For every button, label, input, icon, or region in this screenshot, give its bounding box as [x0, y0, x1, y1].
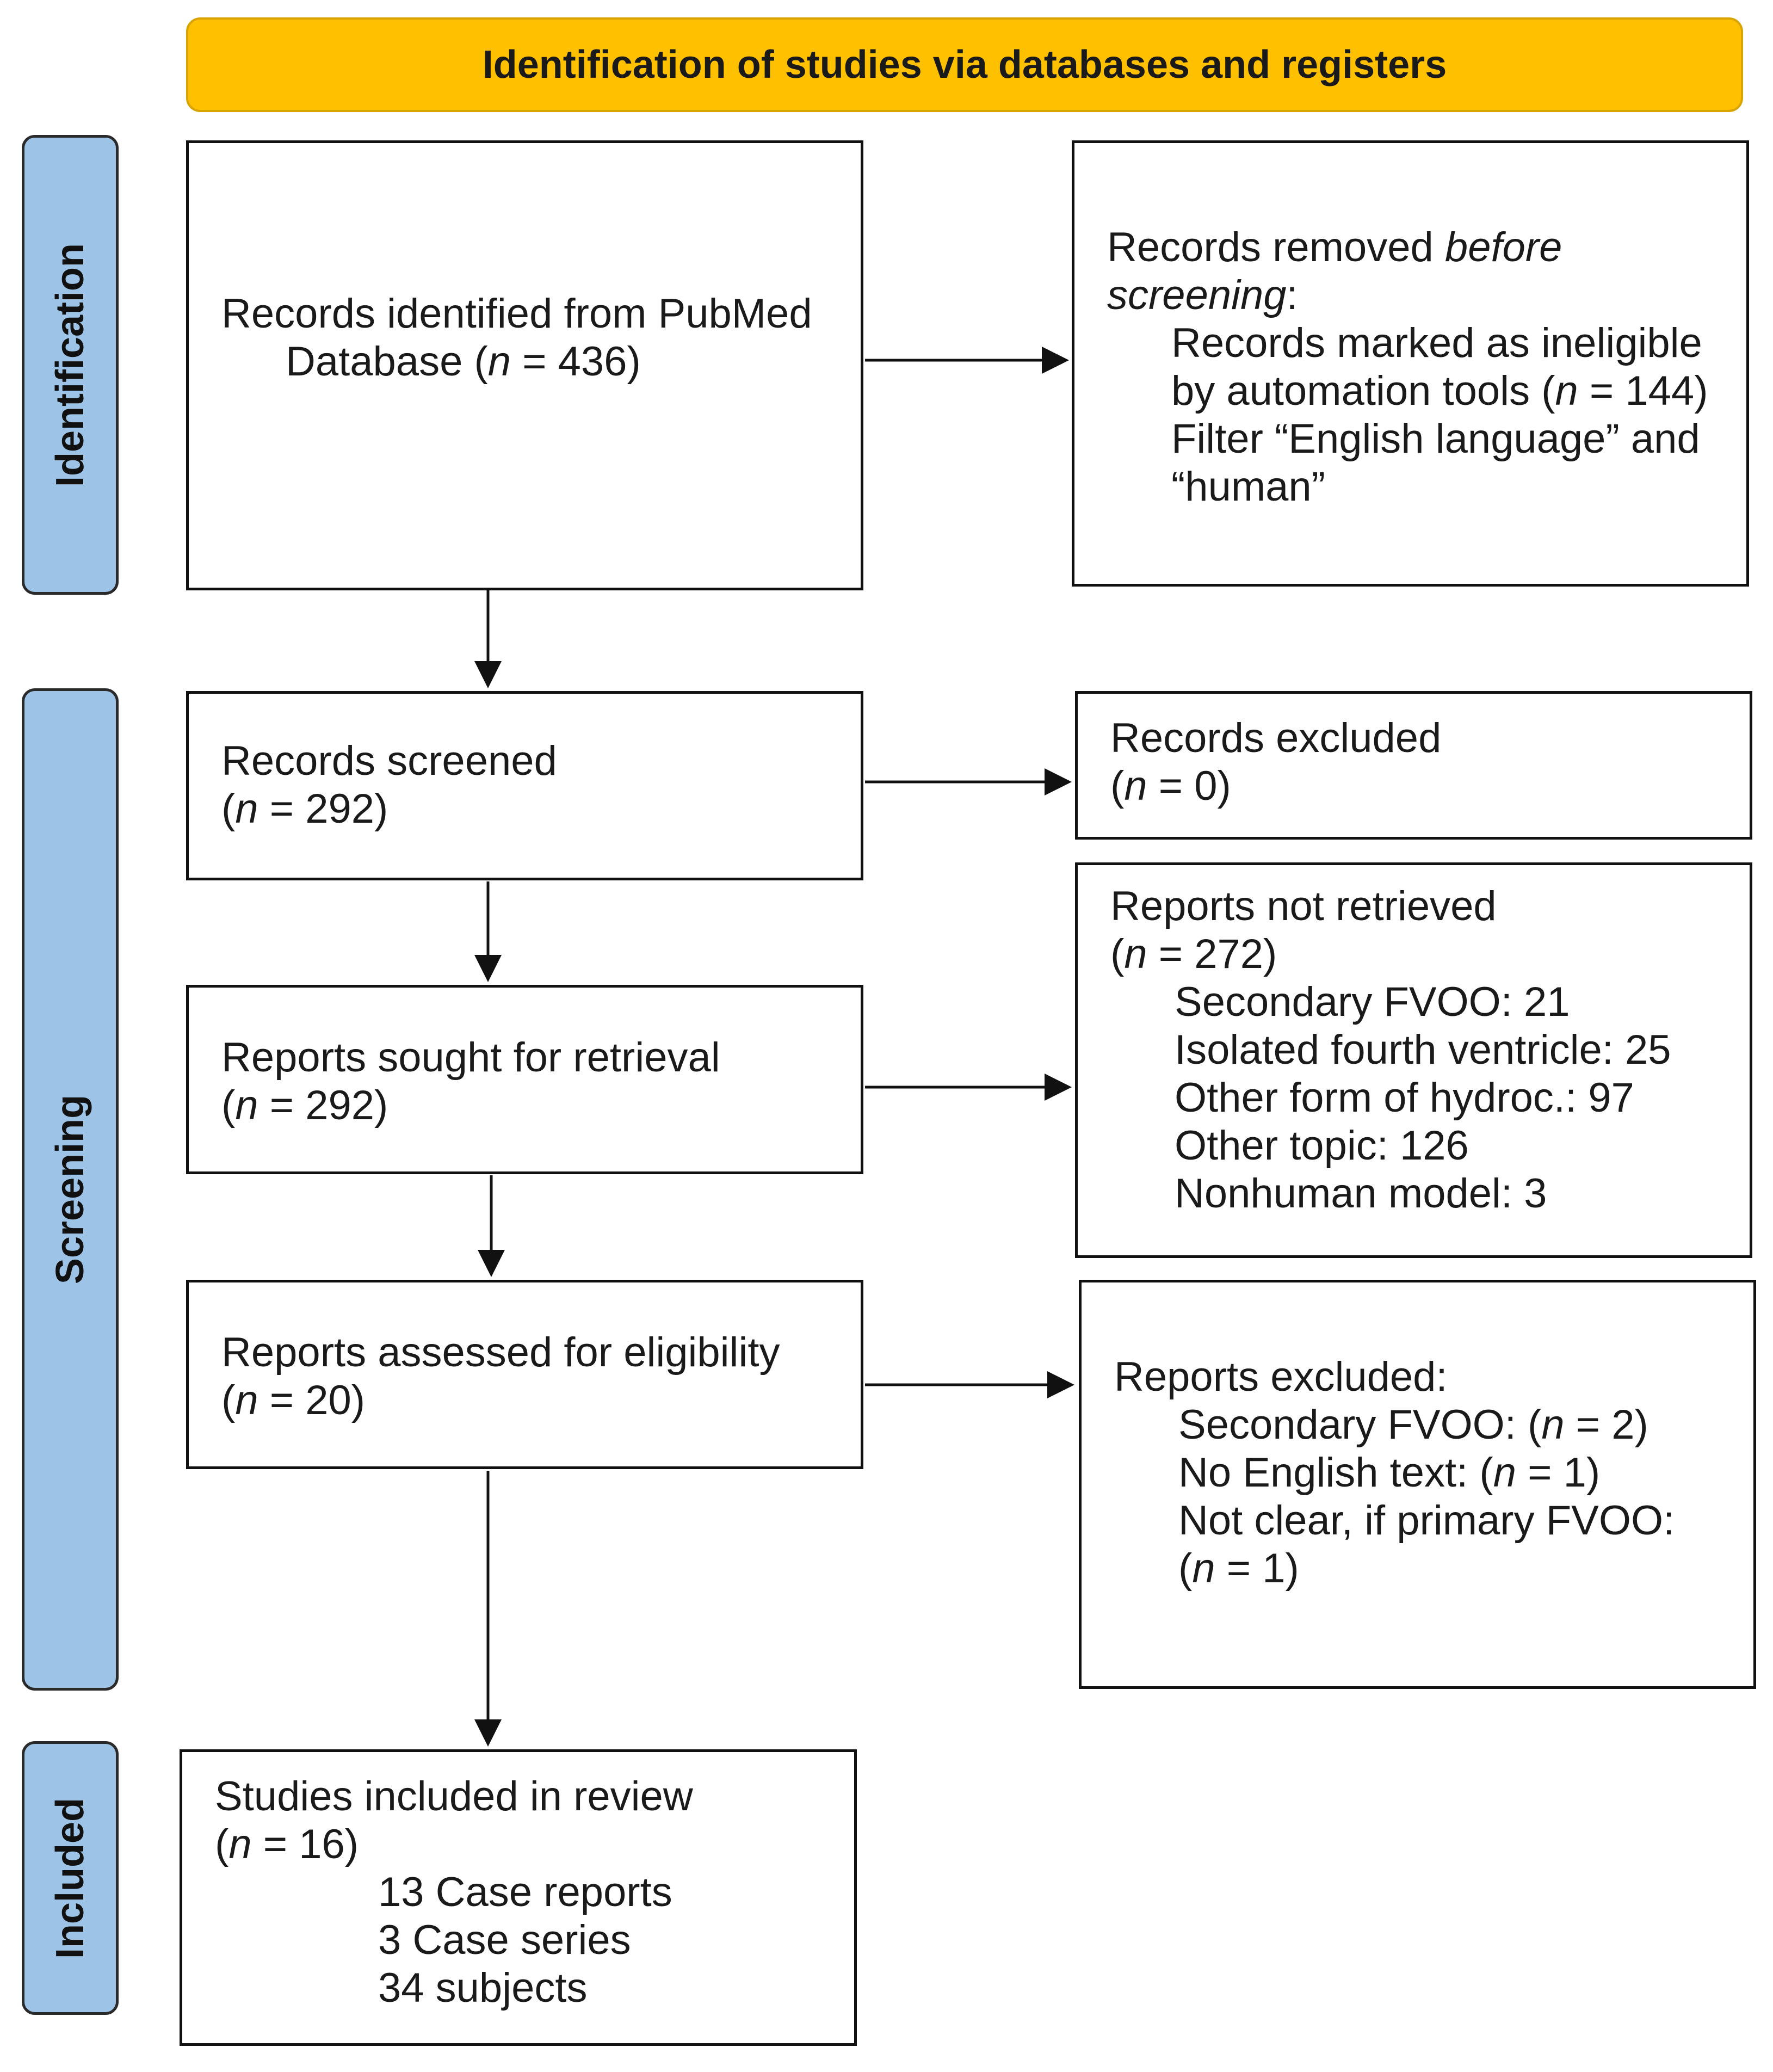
reports-assessed-count: (n = 20): [221, 1377, 366, 1423]
records-excluded-title: Records excluded: [1110, 715, 1442, 761]
records-removed-item1a: Records marked as ineligible: [1171, 320, 1702, 366]
reports-not-retrieved-item: Secondary FVOO: 21: [1175, 979, 1570, 1025]
records-removed-item1b: by automation tools (n = 144): [1171, 368, 1708, 414]
reports-not-retrieved-item: Other topic: 126: [1175, 1123, 1469, 1169]
reports-sought-box: Reports sought for retrieval (n = 292): [186, 985, 863, 1174]
records-screened-count: (n = 292): [221, 786, 388, 832]
reports-not-retrieved-count: (n = 272): [1110, 931, 1277, 977]
records-screened-box: Records screened (n = 292): [186, 691, 863, 880]
records-screened-title: Records screened: [221, 738, 557, 784]
records-identified-line2: Database (n = 436): [286, 338, 641, 385]
studies-included-item: 34 subjects: [378, 1965, 588, 2011]
reports-assessed-box: Reports assessed for eligibility (n = 20…: [186, 1280, 863, 1469]
reports-not-retrieved-item: Other form of hydroc.: 97: [1175, 1075, 1634, 1121]
header-banner: Identification of studies via databases …: [186, 17, 1743, 112]
reports-not-retrieved-title: Reports not retrieved: [1110, 883, 1497, 929]
studies-included-box: Studies included in review (n = 16) 13 C…: [180, 1749, 857, 2046]
phase-included: Included: [22, 1741, 119, 2015]
records-removed-item2a: Filter “English language” and: [1171, 416, 1700, 462]
reports-excluded-box: Reports excluded: Secondary FVOO: (n = 2…: [1079, 1280, 1756, 1689]
records-identified-box: Records identified from PubMed Database …: [186, 140, 863, 590]
records-excluded-box: Records excluded (n = 0): [1075, 691, 1752, 840]
phase-screening: Screening: [22, 688, 119, 1691]
reports-not-retrieved-box: Reports not retrieved (n = 272) Secondar…: [1075, 862, 1752, 1258]
records-removed-item2b: “human”: [1171, 464, 1325, 510]
records-removed-box: Records removed before screening: Record…: [1072, 140, 1749, 587]
reports-excluded-item1: Secondary FVOO: (n = 2): [1178, 1402, 1648, 1448]
studies-included-title: Studies included in review: [215, 1773, 693, 1820]
reports-assessed-title: Reports assessed for eligibility: [221, 1329, 780, 1376]
reports-excluded-item3: Not clear, if primary FVOO:: [1178, 1497, 1675, 1544]
reports-excluded-item2: No English text: (n = 1): [1178, 1450, 1601, 1496]
reports-not-retrieved-item: Nonhuman model: 3: [1175, 1170, 1547, 1217]
studies-included-count: (n = 16): [215, 1821, 359, 1867]
header-title: Identification of studies via databases …: [482, 43, 1447, 87]
reports-excluded-title: Reports excluded:: [1114, 1354, 1448, 1400]
records-identified-line1: Records identified from PubMed: [221, 291, 812, 337]
records-removed-line1: Records removed before: [1107, 224, 1562, 270]
reports-not-retrieved-item: Isolated fourth ventricle: 25: [1175, 1027, 1671, 1073]
reports-sought-count: (n = 292): [221, 1082, 388, 1128]
reports-excluded-item4: (n = 1): [1178, 1545, 1299, 1592]
reports-sought-title: Reports sought for retrieval: [221, 1034, 720, 1081]
studies-included-item: 3 Case series: [378, 1917, 631, 1963]
records-excluded-count: (n = 0): [1110, 763, 1231, 809]
records-removed-line2: screening:: [1107, 272, 1298, 318]
studies-included-item: 13 Case reports: [378, 1869, 672, 1915]
phase-identification: Identification: [22, 135, 119, 595]
